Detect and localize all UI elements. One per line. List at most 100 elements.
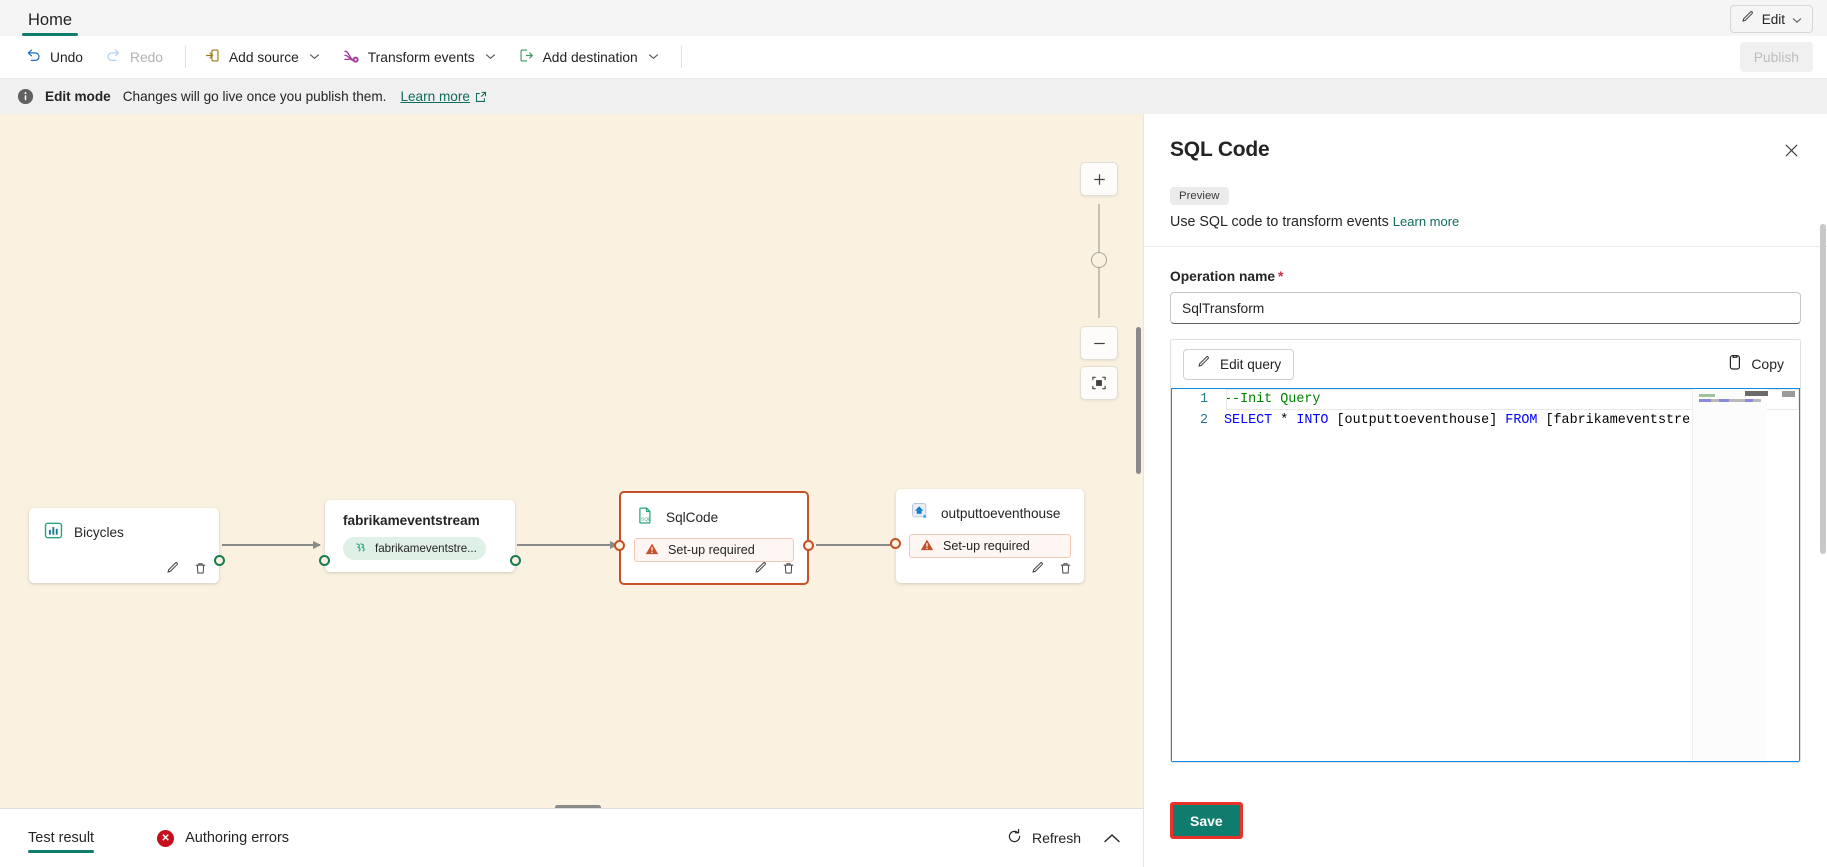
canvas-horizontal-scrollbar[interactable] [555,805,601,808]
operation-name-label: Operation name* [1170,269,1801,284]
chevron-up-icon[interactable] [1103,832,1121,845]
edge-sqlcode-to-destination [816,541,901,548]
node-input-port[interactable] [319,555,330,566]
canvas-node-outputtoeventhouse[interactable]: outputtoeventhouse Set-up required [890,489,1084,583]
undo-button[interactable]: Undo [16,42,92,72]
canvas-zoom-controls [1080,162,1118,400]
node-title-label: Bicycles [74,524,124,540]
delete-icon[interactable] [193,561,208,576]
eventhouse-icon [911,502,930,524]
refresh-label: Refresh [1031,830,1081,846]
canvas-node-sqlcode[interactable]: SQL SqlCode Set-up required [614,491,814,585]
node-output-port[interactable] [214,555,225,566]
edit-button-label: Edit [1761,11,1785,27]
chevron-down-icon [1792,12,1802,27]
code-token-text: [outputtoeventhouse] [1328,413,1506,428]
panel-header: SQL Code [1144,114,1827,162]
code-token-keyword: FROM [1505,413,1538,428]
edit-icon[interactable] [165,561,180,576]
panel-divider [1144,246,1827,247]
eventstream-canvas[interactable]: Bicycles fabrikameventstream [0,114,1143,808]
panel-left-scrollbar[interactable] [1136,404,1141,474]
learn-more-link[interactable]: Learn more [1392,214,1460,229]
copy-button[interactable]: Copy [1727,354,1788,374]
save-button-highlight: Save [1170,802,1243,839]
add-source-label: Add source [228,49,299,65]
code-editor-area[interactable]: 1 --Init Query 2 SELECT * INTO [outputto… [1171,388,1800,762]
add-destination-button[interactable]: Add destination [509,42,668,72]
warning-icon [920,538,934,555]
delete-icon[interactable] [1058,561,1073,576]
canvas-node-fabrikameventstream[interactable]: fabrikameventstream fabrikameventstre... [319,500,521,572]
code-line: 1 --Init Query [1172,389,1799,410]
node-output-port[interactable] [803,540,814,551]
minimap-line-2 [1699,399,1761,402]
code-token-keyword: INTO [1296,413,1329,428]
node-status-badge: Set-up required [634,538,794,562]
node-header: Bicycles [29,508,219,543]
undo-icon [25,47,42,67]
redo-label: Redo [129,49,163,65]
edit-mode-button[interactable]: Edit [1729,5,1813,33]
node-input-port[interactable] [614,540,625,551]
copy-icon [1727,354,1743,374]
chevron-down-icon [485,52,496,63]
node-title-label: SqlCode [666,509,719,525]
toolbar-divider [184,46,186,68]
edit-mode-info-bar: Edit mode Changes will go live once you … [0,78,1827,114]
node-output-port[interactable] [510,555,521,566]
close-icon[interactable] [1777,136,1805,164]
minimap-slider[interactable] [1745,391,1768,396]
eventstream-small-icon [354,541,367,557]
learn-more-link[interactable]: Learn more [400,89,470,104]
authoring-errors-item[interactable]: ✕ Authoring errors [157,829,289,847]
canvas-node-bicycles[interactable]: Bicycles [29,508,225,583]
operation-name-label-text: Operation name [1170,269,1276,284]
zoom-slider[interactable] [1080,196,1118,326]
edit-mode-title: Edit mode [45,89,111,104]
edit-icon[interactable] [1030,561,1045,576]
chevron-down-icon [309,52,320,63]
canvas-vertical-scrollbar[interactable] [1136,327,1141,460]
minimap-line-1 [1699,394,1715,397]
line-number: 1 [1199,392,1208,407]
node-actions [165,561,208,576]
add-destination-label: Add destination [542,49,638,65]
zoom-slider-handle[interactable] [1091,252,1107,268]
tab-test-result[interactable]: Test result [28,824,95,853]
panel-vertical-scrollbar[interactable] [1820,224,1826,554]
add-source-button[interactable]: Add source [195,42,329,72]
delete-icon[interactable] [781,561,796,576]
transform-events-button[interactable]: Transform events [333,42,505,72]
panel-description-text: Use SQL code to transform events [1170,214,1389,230]
redo-button[interactable]: Redo [96,42,172,72]
refresh-button[interactable]: Refresh [1006,828,1081,848]
node-stream-pill-label: fabrikameventstre... [375,542,477,555]
node-status-label: Set-up required [943,539,1030,553]
edit-icon[interactable] [753,561,768,576]
fit-to-screen-icon[interactable] [1080,366,1118,400]
code-vertical-scrollbar[interactable] [1782,391,1795,397]
node-status-badge: Set-up required [909,534,1071,558]
tab-home[interactable]: Home [22,11,79,36]
node-input-port[interactable] [890,538,901,549]
zoom-out-button[interactable] [1080,326,1118,360]
code-minimap[interactable] [1692,389,1768,761]
bottom-panel-actions: Refresh [1006,828,1121,848]
query-editor: Edit query Copy 1 --Init Query [1170,339,1801,763]
publish-button[interactable]: Publish [1739,42,1813,72]
node-header: fabrikameventstream [325,500,515,528]
edge-stream-to-sqlcode [517,541,618,548]
redo-icon [105,47,122,67]
node-status-label: Set-up required [668,543,755,557]
warning-icon [645,542,659,559]
operation-name-input[interactable] [1170,292,1801,324]
code-token-text: [fabrikameventstre [1537,413,1691,428]
transform-events-icon [342,47,360,68]
undo-label: Undo [50,49,83,65]
edit-query-button[interactable]: Edit query [1183,348,1295,380]
save-button[interactable]: Save [1173,805,1240,836]
zoom-in-button[interactable] [1080,162,1118,196]
pencil-icon [1196,355,1211,373]
